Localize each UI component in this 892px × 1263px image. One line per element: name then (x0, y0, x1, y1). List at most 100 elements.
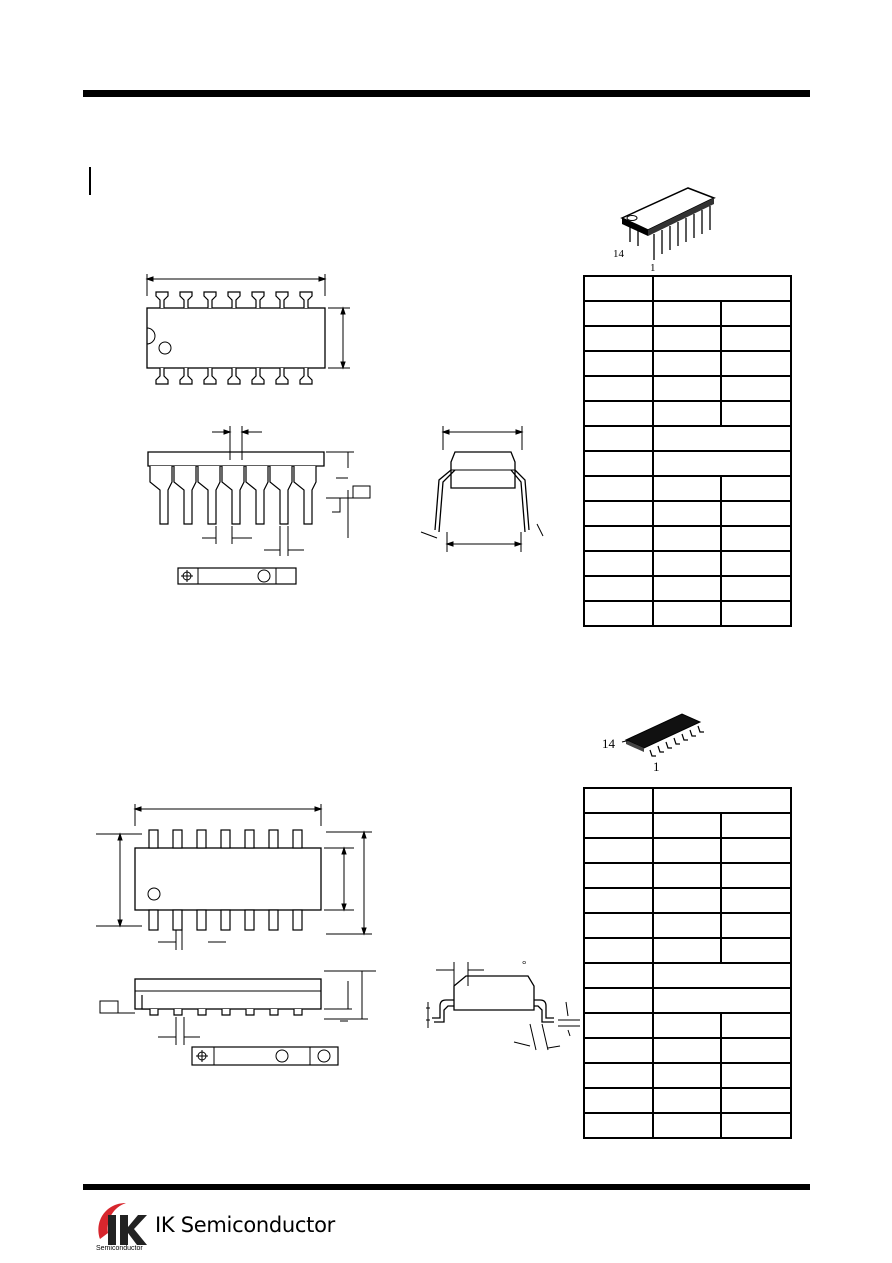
soic-top-view (96, 804, 372, 950)
table-cell (583, 887, 654, 914)
table-cell (583, 837, 654, 864)
ik-logo-icon (98, 1203, 147, 1245)
table-cell (720, 400, 792, 427)
table-cell (583, 450, 654, 477)
soic-package-icon: 14 1 (602, 713, 704, 774)
table-cell (583, 375, 654, 402)
table-cell (652, 937, 722, 964)
table-cell (652, 1087, 722, 1114)
table-cell (720, 500, 792, 527)
table-cell (583, 525, 654, 552)
table-row (583, 450, 792, 477)
table-cell (652, 787, 792, 814)
table-cell (652, 1112, 722, 1139)
table-row (583, 525, 792, 552)
dip-end-view (420, 426, 544, 552)
table-cell (720, 1112, 792, 1139)
table-cell (652, 1012, 722, 1039)
table-cell (583, 550, 654, 577)
table-cell (583, 937, 654, 964)
table-cell (583, 1012, 654, 1039)
table-row (583, 937, 792, 964)
table-cell (652, 425, 792, 452)
table-cell (652, 500, 722, 527)
bottom-rule (83, 1184, 810, 1190)
table-row (583, 600, 792, 627)
table-cell (720, 1087, 792, 1114)
table-row (583, 300, 792, 327)
table-cell (583, 500, 654, 527)
soic-dimension-table (583, 787, 792, 1139)
soic-angle-label: ° (522, 959, 526, 971)
company-name: IK Semiconductor (155, 1213, 335, 1237)
table-cell (583, 912, 654, 939)
table-cell (652, 275, 792, 302)
table-row (583, 812, 792, 839)
table-cell (583, 400, 654, 427)
table-cell (583, 575, 654, 602)
table-cell (652, 450, 792, 477)
top-rule (83, 90, 810, 97)
table-row (583, 325, 792, 352)
table-row (583, 1087, 792, 1114)
table-cell (583, 862, 654, 889)
table-cell (720, 600, 792, 627)
table-cell (652, 325, 722, 352)
table-cell (583, 1037, 654, 1064)
table-cell (583, 787, 654, 814)
table-cell (652, 862, 722, 889)
table-cell (720, 375, 792, 402)
table-cell (652, 837, 722, 864)
table-cell (583, 475, 654, 502)
table-cell (652, 987, 792, 1014)
table-row (583, 912, 792, 939)
table-row (583, 837, 792, 864)
table-cell (652, 887, 722, 914)
table-cell (720, 1062, 792, 1089)
dip-side-view (147, 426, 371, 585)
table-cell (652, 350, 722, 377)
dip-pin-14-label: 14 (613, 248, 625, 260)
table-cell (583, 1062, 654, 1089)
table-cell (720, 1037, 792, 1064)
table-cell (583, 275, 654, 302)
section-marker (89, 167, 91, 195)
table-row (583, 787, 792, 814)
table-row (583, 350, 792, 377)
table-row (583, 862, 792, 889)
table-cell (720, 837, 792, 864)
logo-subtext: Semiconductor (96, 1245, 143, 1252)
soic-end-view: ° (426, 959, 580, 1051)
dip-pin-1-label: 1 (650, 262, 656, 274)
table-cell (583, 1112, 654, 1139)
table-cell (583, 350, 654, 377)
soic-pin-1-label: 1 (653, 759, 660, 774)
table-cell (720, 350, 792, 377)
table-row (583, 500, 792, 527)
table-row (583, 475, 792, 502)
table-row (583, 962, 792, 989)
table-cell (720, 812, 792, 839)
table-row (583, 887, 792, 914)
soic-side-view (99, 970, 376, 1066)
table-row (583, 1112, 792, 1139)
table-cell (583, 987, 654, 1014)
table-cell (583, 600, 654, 627)
table-cell (652, 1062, 722, 1089)
table-row (583, 987, 792, 1014)
table-row (583, 275, 792, 302)
table-cell (720, 300, 792, 327)
table-cell (652, 400, 722, 427)
dip-dimension-table (583, 275, 792, 627)
table-cell (583, 962, 654, 989)
dip-top-view (145, 274, 350, 385)
table-cell (652, 912, 722, 939)
table-cell (652, 1037, 722, 1064)
table-cell (720, 525, 792, 552)
table-cell (652, 812, 722, 839)
soic-pin-14-label: 14 (602, 736, 616, 751)
table-cell (583, 812, 654, 839)
table-row (583, 550, 792, 577)
table-cell (720, 575, 792, 602)
table-cell (720, 937, 792, 964)
